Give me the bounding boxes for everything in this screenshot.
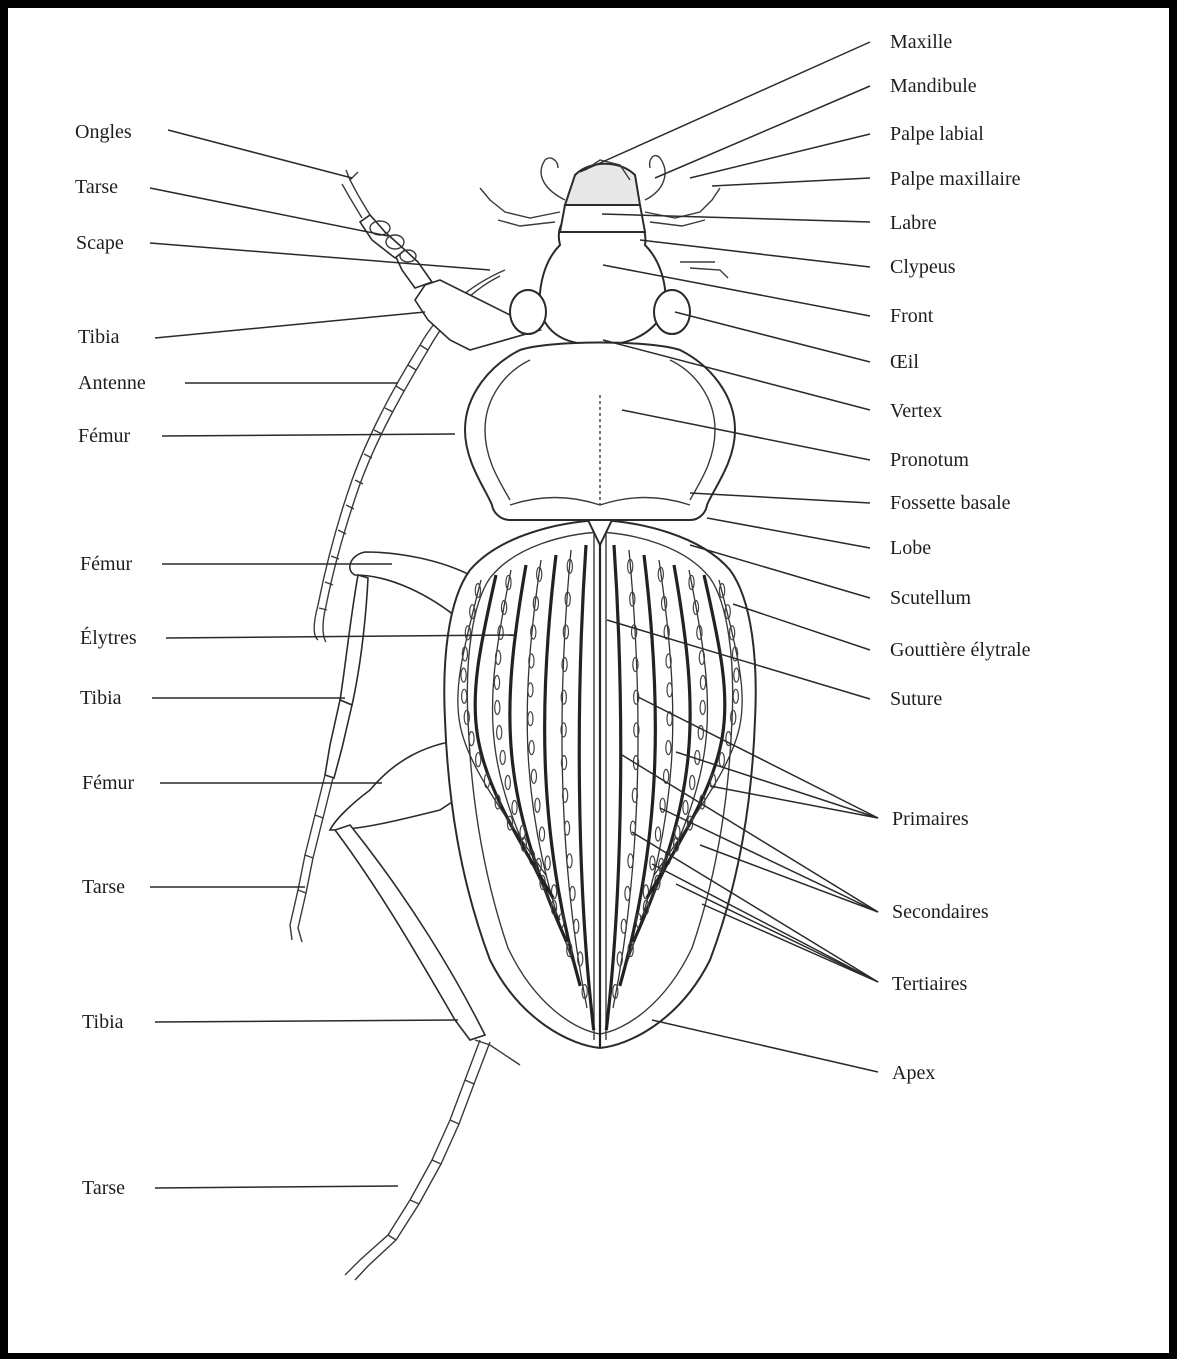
label-tertiaires: Tertiaires [892,973,967,995]
head [480,156,720,345]
label-vertex: Vertex [890,400,942,422]
label-elytres: Élytres [80,626,137,649]
label-gouttiere-elytrale: Gouttière élytrale [890,639,1031,661]
label-clypeus: Clypeus [890,256,956,278]
label-tarse-antenna: Tarse [75,176,118,198]
label-oeil: Œil [890,351,919,373]
label-tibia-mid: Tibia [80,687,122,709]
left-eye [510,290,546,334]
label-palpe-labial: Palpe labial [890,123,984,145]
label-tibia-hind: Tibia [82,1011,124,1033]
label-tarse-hind: Tarse [82,1177,125,1199]
elytra [444,520,755,1048]
right-eye [654,290,690,334]
beetle-illustration [290,156,756,1280]
label-lobe: Lobe [890,537,931,559]
label-scutellum: Scutellum [890,587,972,609]
label-scape: Scape [76,232,124,254]
label-suture: Suture [890,688,942,710]
labels-right: Maxille Mandibule Palpe labial Palpe max… [890,31,1031,1084]
label-front: Front [890,305,934,327]
label-ongles: Ongles [75,121,132,143]
label-primaires: Primaires [892,808,969,830]
label-mandibule: Mandibule [890,75,977,97]
labels-left: Ongles Tarse Scape Tibia Antenne Fémur F… [75,121,146,1199]
label-fossette-basale: Fossette basale [890,492,1011,514]
label-antenne: Antenne [78,372,146,394]
label-secondaires: Secondaires [892,901,989,923]
label-pronotum: Pronotum [890,449,969,471]
label-labre: Labre [890,212,937,234]
label-tarse-mid: Tarse [82,876,125,898]
label-tibia-front: Tibia [78,326,120,348]
label-palpe-maxillaire: Palpe maxillaire [890,168,1021,190]
label-femur-hind: Fémur [82,772,135,794]
label-maxille: Maxille [890,31,952,53]
label-femur-front: Fémur [78,425,131,447]
label-apex: Apex [892,1062,935,1084]
label-femur-mid: Fémur [80,553,133,575]
